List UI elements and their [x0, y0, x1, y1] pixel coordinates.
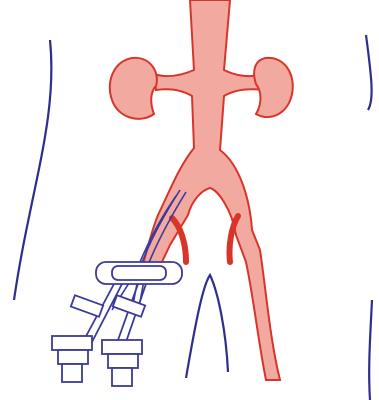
abdominal-aorta — [140, 0, 280, 380]
catheter-hubs — [52, 262, 182, 386]
right-kidney — [254, 58, 293, 117]
leg-inner-outline — [186, 275, 228, 378]
right-hub — [102, 340, 142, 354]
left-hub — [52, 336, 92, 350]
body-outline-right-lower — [369, 300, 372, 400]
body-outline-left — [14, 40, 51, 300]
left-kidney — [110, 58, 157, 119]
body-outline-right — [366, 35, 372, 110]
left-hub-upper — [71, 295, 103, 317]
